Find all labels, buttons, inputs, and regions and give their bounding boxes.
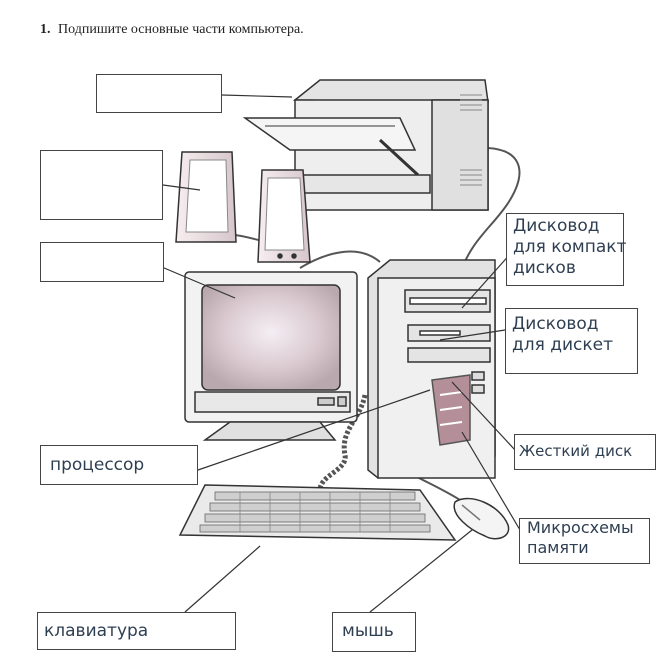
hard-disk-label: Жесткий диск <box>519 442 633 460</box>
printer-label-box[interactable] <box>96 74 222 113</box>
leader-lines <box>149 94 521 613</box>
system-unit <box>367 259 496 479</box>
cd-drive-label: Дисковод для компакт дисков <box>513 216 627 278</box>
task-heading: 1. Подпишите основные части компьютера. <box>40 22 304 38</box>
mouse-label-box <box>332 612 416 652</box>
cpu-label-box <box>40 445 198 485</box>
speakers-label-box[interactable] <box>40 150 163 220</box>
printer <box>242 79 489 211</box>
cpu-label: процессор <box>50 455 145 475</box>
mouse <box>453 497 510 540</box>
floppy-label: Дисковод для дискет <box>512 314 614 355</box>
monitor <box>184 271 358 441</box>
keyboard <box>178 484 457 541</box>
memory-label: Микросхемы памяти <box>527 518 634 557</box>
monitor-label-box[interactable] <box>40 242 164 282</box>
task-number: 1. <box>40 22 51 37</box>
floppy-label-box <box>505 308 638 374</box>
mouse-label: мышь <box>342 621 394 641</box>
task-text: Подпишите основные части компьютера. <box>58 22 304 37</box>
speakers <box>175 151 311 263</box>
keyboard-label-box <box>37 612 236 650</box>
cd-drive-label-box <box>506 213 624 286</box>
hard-disk-label-box <box>514 434 656 470</box>
keyboard-label: клавиатура <box>44 621 149 641</box>
memory-label-box <box>519 518 650 564</box>
